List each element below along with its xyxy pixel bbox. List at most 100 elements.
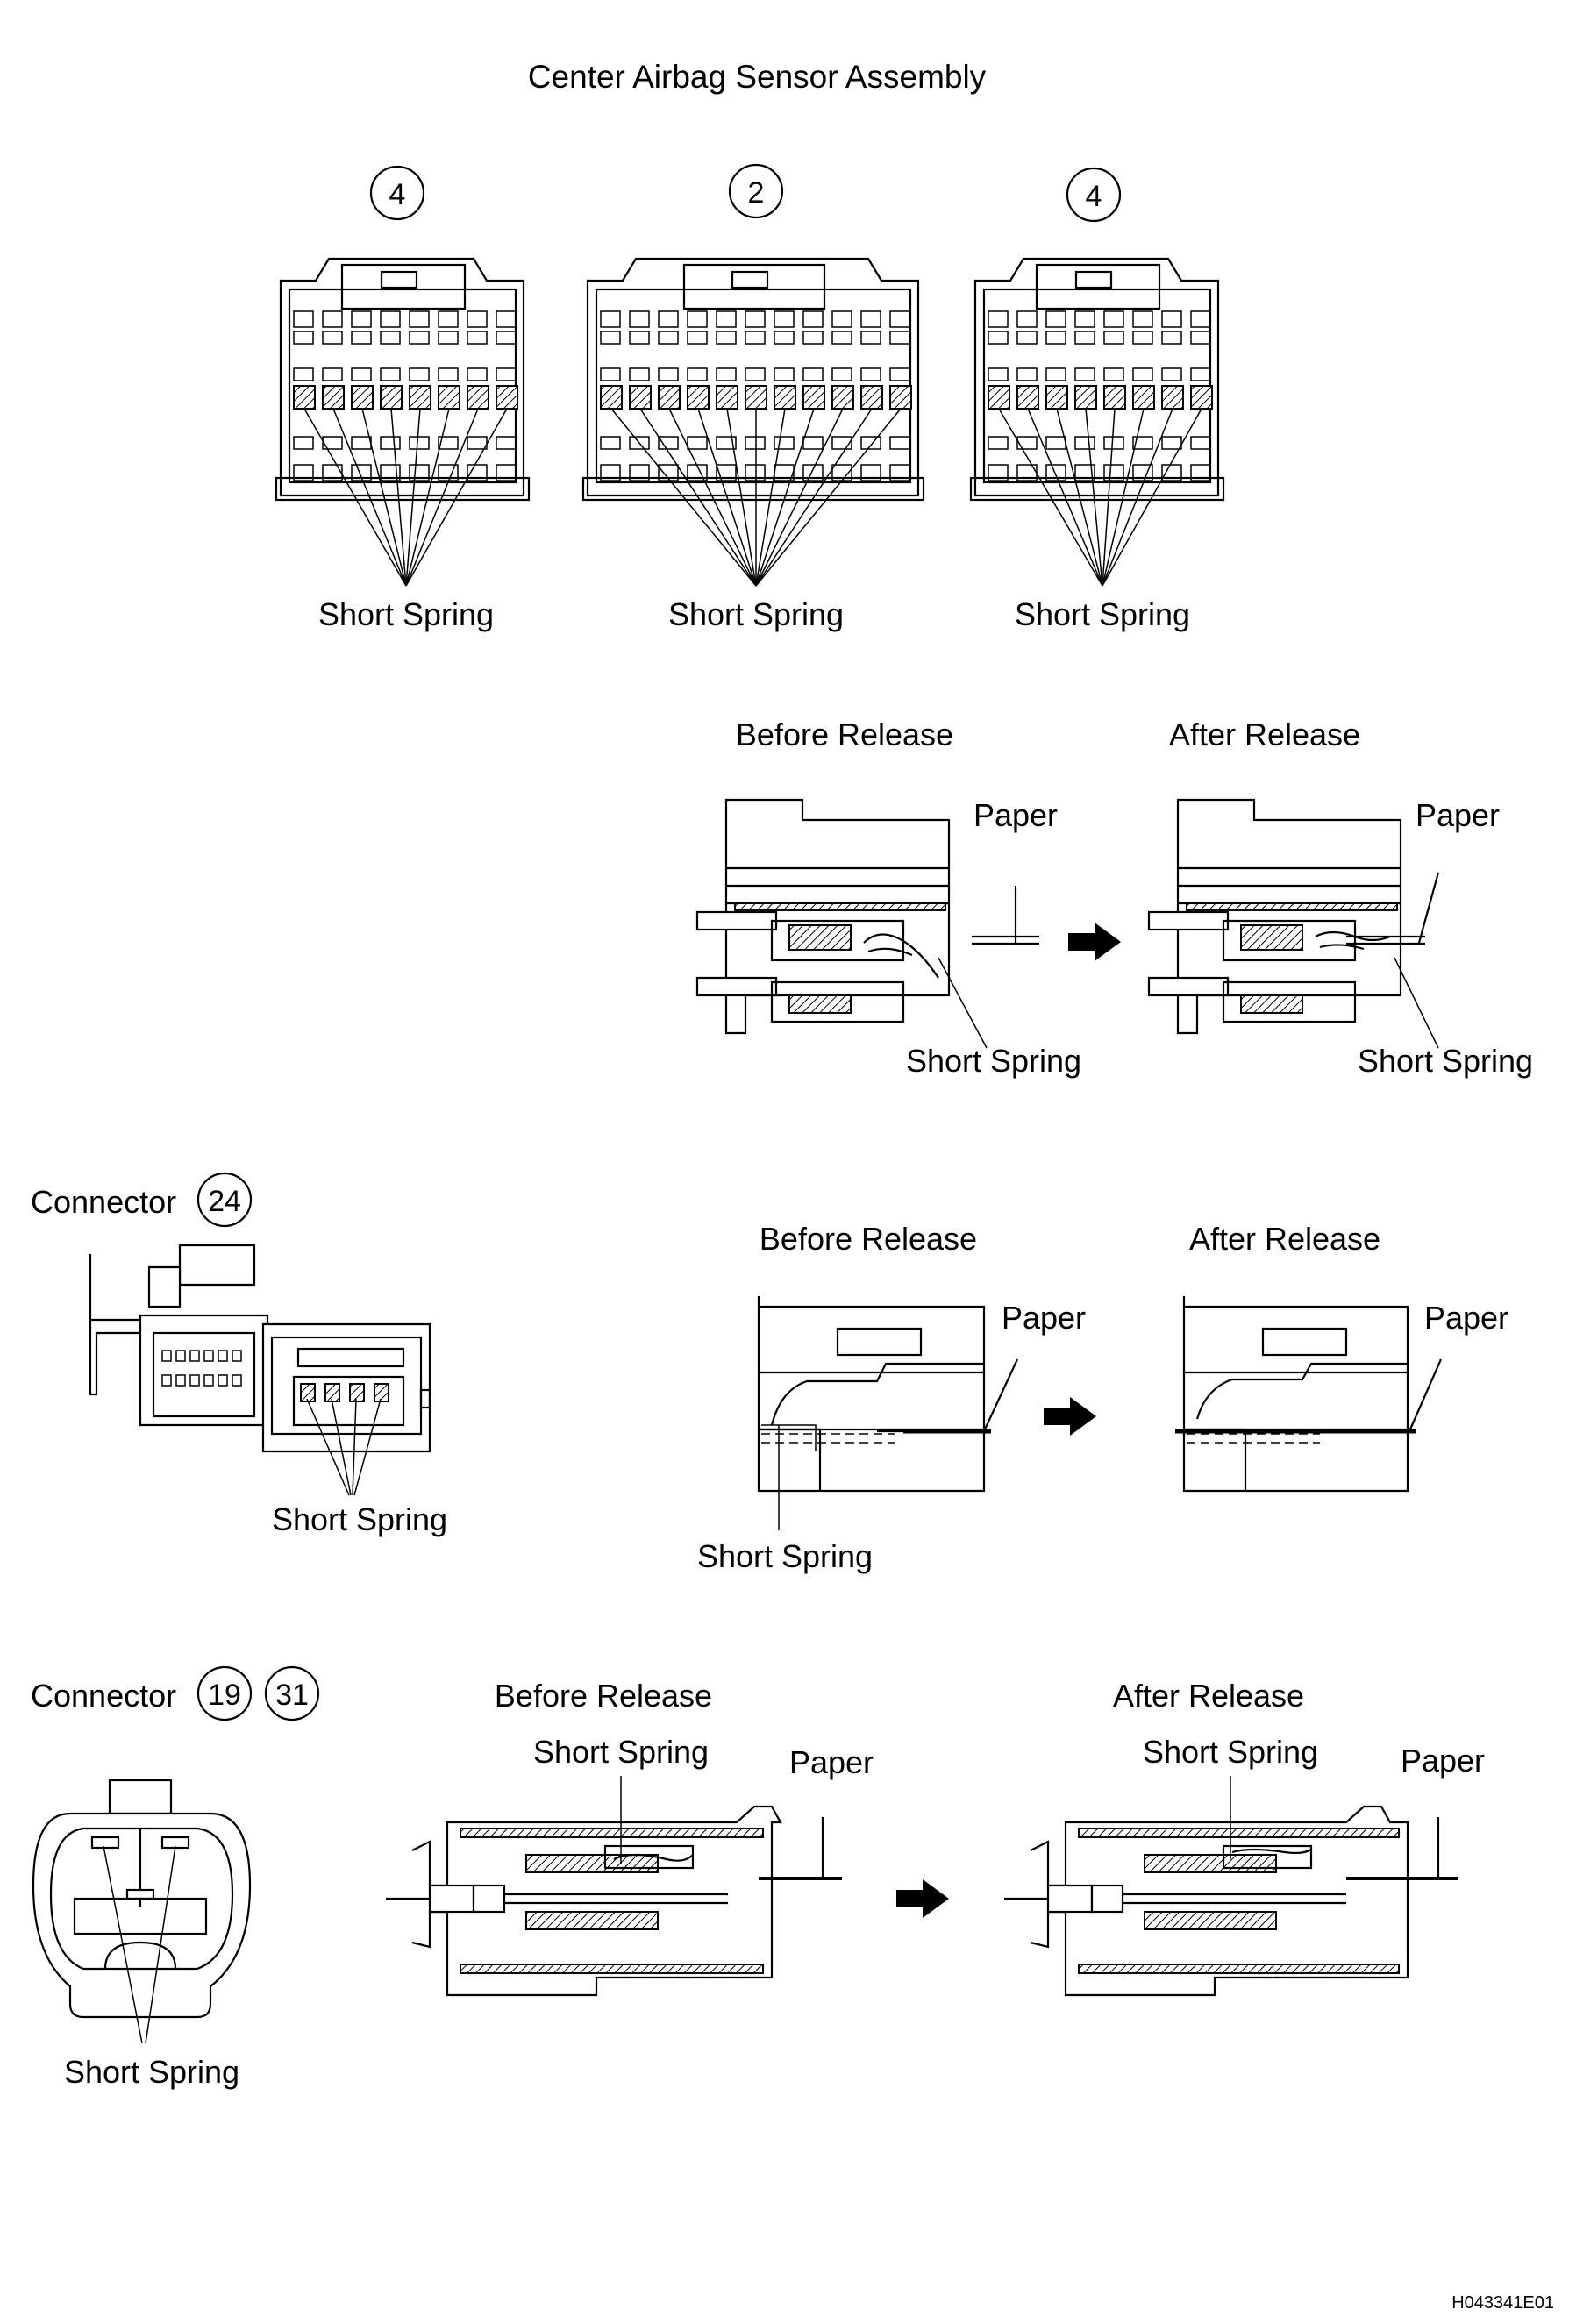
terminal-cavity — [1103, 367, 1124, 381]
after-release-label: After Release — [1169, 716, 1360, 752]
short-spring-terminal — [860, 385, 883, 410]
short-spring-terminal — [293, 385, 316, 410]
terminal-cavity — [716, 310, 737, 328]
terminal-cavity — [658, 367, 679, 381]
terminal-cavity — [802, 331, 824, 345]
connector-label: Connector — [31, 1678, 176, 1714]
terminal-cavity — [203, 1350, 214, 1362]
terminal-cavity — [988, 367, 1009, 381]
terminal-cavity — [600, 331, 621, 345]
arrow-right-icon — [1044, 1397, 1096, 1436]
terminal-cavity — [1161, 331, 1182, 345]
terminal-cavity — [380, 464, 401, 481]
short-spring-terminal — [300, 1383, 316, 1402]
terminal-cavity — [409, 331, 430, 345]
after-release-label: After Release — [1189, 1221, 1380, 1257]
terminal-cavity — [1103, 310, 1124, 328]
terminal-cavity — [1190, 464, 1211, 481]
terminal-cavity — [1016, 331, 1038, 345]
before-release-label: Before Release — [495, 1678, 712, 1714]
connector-19-31-before-crosssection — [386, 1776, 782, 1997]
short-spring-terminal — [1103, 385, 1126, 410]
terminal-cavity — [889, 436, 910, 450]
terminal-cavity — [351, 367, 372, 381]
short-spring-terminal — [1016, 385, 1039, 410]
terminal-cavity — [438, 331, 459, 345]
connector-number-circle — [1066, 167, 1122, 223]
terminal-cavity — [988, 436, 1009, 450]
terminal-cavity — [831, 310, 852, 328]
terminal-cavity — [380, 367, 401, 381]
arrow-right-icon — [896, 1879, 949, 1918]
connector-24-after-crosssection — [1182, 1296, 1409, 1493]
terminal-cavity — [774, 310, 795, 328]
terminal-cavity — [745, 310, 766, 328]
terminal-cavity — [988, 464, 1009, 481]
short-spring-terminal — [629, 385, 652, 410]
short-spring-label: Short Spring — [533, 1734, 709, 1770]
connector-body — [275, 257, 531, 502]
figure-code: H043341E01 — [1451, 2293, 1554, 2313]
terminal-cavity — [1074, 464, 1095, 481]
terminal-cavity — [600, 367, 621, 381]
terminal-cavity — [687, 436, 708, 450]
terminal-cavity — [600, 310, 621, 328]
terminal-cavity — [745, 367, 766, 381]
terminal-cavity — [189, 1350, 200, 1362]
connector-number-circle — [728, 163, 784, 219]
leader-line — [405, 408, 421, 587]
leader-line — [390, 408, 407, 587]
before-release-label: Before Release — [760, 1221, 977, 1257]
short-spring-terminal — [658, 385, 681, 410]
terminal-cavity — [600, 464, 621, 481]
terminal-cavity — [438, 310, 459, 328]
terminal-cavity — [802, 464, 824, 481]
terminal-cavity — [1045, 310, 1066, 328]
short-spring-terminal — [889, 385, 912, 410]
short-spring-label: Short Spring — [668, 596, 844, 632]
short-spring-terminal — [380, 385, 403, 410]
terminal-cavity — [1016, 310, 1038, 328]
terminal-cavity — [716, 367, 737, 381]
short-spring-label: Short Spring — [906, 1043, 1081, 1079]
terminal-cavity — [189, 1374, 200, 1387]
terminal-cavity — [175, 1350, 186, 1362]
connector-number-circle — [196, 1172, 253, 1228]
short-spring-label: Short Spring — [1358, 1043, 1533, 1079]
leader-line — [668, 408, 757, 587]
terminal-cavity — [860, 464, 881, 481]
short-spring-terminal — [322, 385, 345, 410]
terminal-cavity — [860, 310, 881, 328]
leader-line — [1085, 408, 1103, 587]
connector-number: 19 — [208, 1679, 241, 1712]
leader-line — [726, 408, 757, 587]
terminal-cavity — [351, 464, 372, 481]
terminal-cavity — [1074, 331, 1095, 345]
terminal-cavity — [322, 464, 343, 481]
terminal-cavity — [1132, 436, 1153, 450]
arrow-right-icon — [1068, 923, 1121, 961]
leader-line — [1102, 408, 1202, 587]
terminal-cavity — [409, 367, 430, 381]
terminal-cavity — [438, 436, 459, 450]
leader-line — [332, 408, 407, 587]
terminal-cavity — [409, 436, 430, 450]
leader-line — [1102, 408, 1173, 587]
short-spring-terminal — [1161, 385, 1184, 410]
connector-19-31-face — [32, 1779, 252, 2019]
terminal-cavity — [716, 464, 737, 481]
terminal-cavity — [1190, 310, 1211, 328]
paper-label-before: Paper — [1002, 1300, 1086, 1336]
terminal-cavity — [687, 310, 708, 328]
short-spring-terminal — [600, 385, 623, 410]
after-release-label: After Release — [1113, 1678, 1304, 1714]
terminal-cavity — [658, 310, 679, 328]
terminal-cavity — [1132, 367, 1153, 381]
terminal-cavity — [629, 436, 650, 450]
terminal-pins — [293, 310, 1213, 481]
terminal-cavity — [889, 367, 910, 381]
terminal-cavity — [467, 310, 488, 328]
connector-number: 4 — [1086, 180, 1102, 213]
